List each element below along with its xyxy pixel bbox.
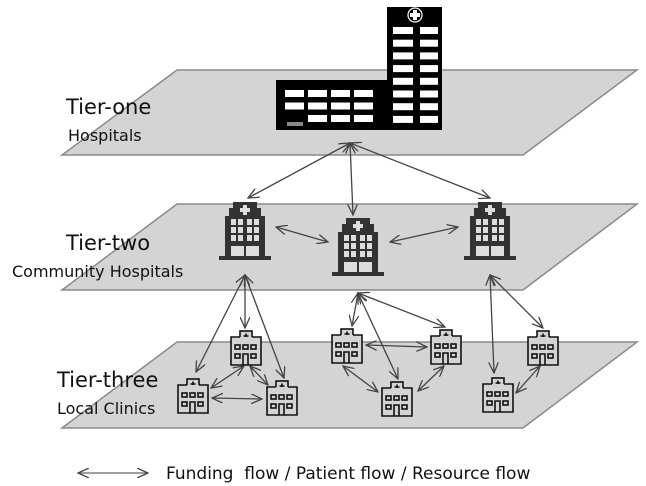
flow-arrow-c1-l3 [245, 275, 284, 378]
flow-arrow-h1-c3 [350, 143, 490, 198]
flow-arrow-l1-l2 [211, 366, 244, 388]
flow-arrow-h1-c1 [248, 143, 350, 198]
local-clinics [177, 328, 559, 417]
clinic-icon [430, 329, 462, 365]
community-hospital-icon [332, 218, 384, 276]
tier-one-title: Tier-one [65, 95, 151, 119]
clinic-icon [266, 380, 298, 416]
clinic-icon [331, 328, 363, 364]
tier-two-title: Tier-two [65, 231, 150, 255]
clinic-icon [482, 377, 514, 413]
flow-edges [196, 143, 543, 399]
flow-arrow-c2-l4 [352, 293, 358, 326]
flow-arrow-c1-c2 [276, 227, 328, 242]
flow-arrow-c2-c3 [390, 227, 458, 242]
tier-three-title: Tier-three [56, 368, 158, 392]
flow-arrow-l2-l3 [250, 366, 268, 385]
clinic-icon [381, 381, 413, 417]
flow-arrow-c2-l6 [358, 293, 445, 327]
tier-one-subtitle: Hospitals [68, 126, 142, 145]
flow-arrow-l4-l5 [343, 366, 378, 392]
flow-arrow-l7-l8 [516, 366, 540, 393]
clinic-icon [230, 330, 262, 366]
community-hospital-icon [464, 202, 516, 260]
community-hospital-icon [219, 202, 271, 260]
flow-arrow-c1-l1 [196, 275, 245, 372]
community-hospitals [219, 202, 516, 276]
flow-arrow-c3-l8 [490, 275, 543, 328]
flow-arrow-l4-l6 [366, 345, 427, 347]
legend-label: Funding flow / Patient flow / Resource f… [166, 464, 530, 484]
large-hospital-icon [276, 7, 442, 130]
clinic-icon [527, 330, 559, 366]
flow-arrow-l5-l6 [418, 366, 444, 391]
tier-two-subtitle: Community Hospitals [12, 262, 183, 281]
clinic-icon [177, 378, 209, 414]
tier-three-subtitle: Local Clinics [57, 399, 155, 418]
flow-arrow-l1-l3 [212, 398, 262, 399]
